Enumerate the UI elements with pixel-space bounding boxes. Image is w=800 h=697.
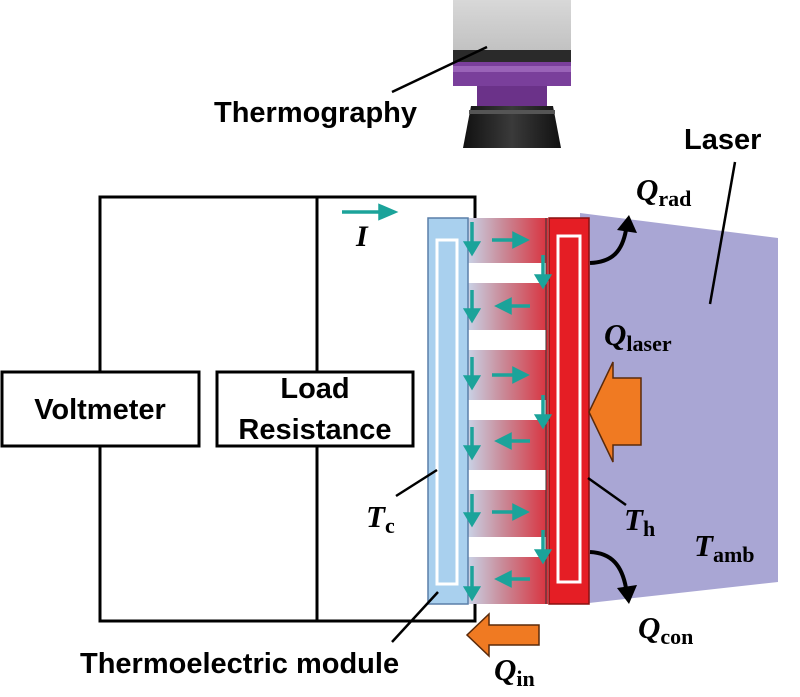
arrow-down-r3 <box>533 530 553 565</box>
t-h-symbol: Th <box>624 502 655 541</box>
current-arrow <box>342 203 399 221</box>
arrow-down-1 <box>462 222 482 257</box>
circuit-wires <box>98 195 477 623</box>
laser-label: Laser <box>684 124 761 156</box>
thermography-label: Thermography <box>214 97 417 129</box>
load-resistance-box <box>215 370 415 448</box>
arrow-down-5 <box>462 494 482 528</box>
q-con-symbol: Qcon <box>638 610 693 649</box>
arrow-down-r2 <box>533 395 553 430</box>
arrow-down-2 <box>462 290 482 324</box>
current-symbol: I <box>355 220 369 253</box>
q-con-arrow <box>589 550 637 604</box>
thermography-camera <box>453 0 571 148</box>
hot-plate <box>548 217 590 605</box>
voltmeter-label: Voltmeter <box>34 394 166 426</box>
leader-lines <box>391 45 737 643</box>
arrow-right-1 <box>492 231 530 249</box>
q-rad-arrow <box>589 215 637 265</box>
arrow-left-2 <box>494 432 530 450</box>
resistance-label: Resistance <box>238 414 391 446</box>
arrow-down-r1 <box>533 255 553 290</box>
q-in-symbol: Qin <box>494 652 535 691</box>
q-laser-arrow <box>588 361 642 463</box>
q-rad-symbol: Qrad <box>636 172 691 211</box>
arrow-left-1 <box>494 297 530 315</box>
arrow-right-2 <box>492 366 530 384</box>
laser-beam <box>580 213 778 604</box>
thermoelectric-legs <box>465 218 548 604</box>
current-flow-arrows <box>462 222 553 602</box>
q-in-arrow <box>465 612 540 658</box>
arrow-down-6 <box>462 566 482 602</box>
module-label: Thermoelectric module <box>80 648 399 680</box>
arrow-left-3 <box>494 570 530 588</box>
arrow-right-3 <box>492 503 530 521</box>
t-c-symbol: Tc <box>366 499 395 538</box>
arrow-down-3 <box>462 357 482 391</box>
arrow-down-4 <box>462 427 482 461</box>
t-amb-symbol: Tamb <box>694 528 755 567</box>
voltmeter-box <box>0 370 201 448</box>
load-label: Load <box>280 373 349 405</box>
cold-plate <box>427 217 469 605</box>
q-laser-symbol: Qlaser <box>604 317 672 356</box>
